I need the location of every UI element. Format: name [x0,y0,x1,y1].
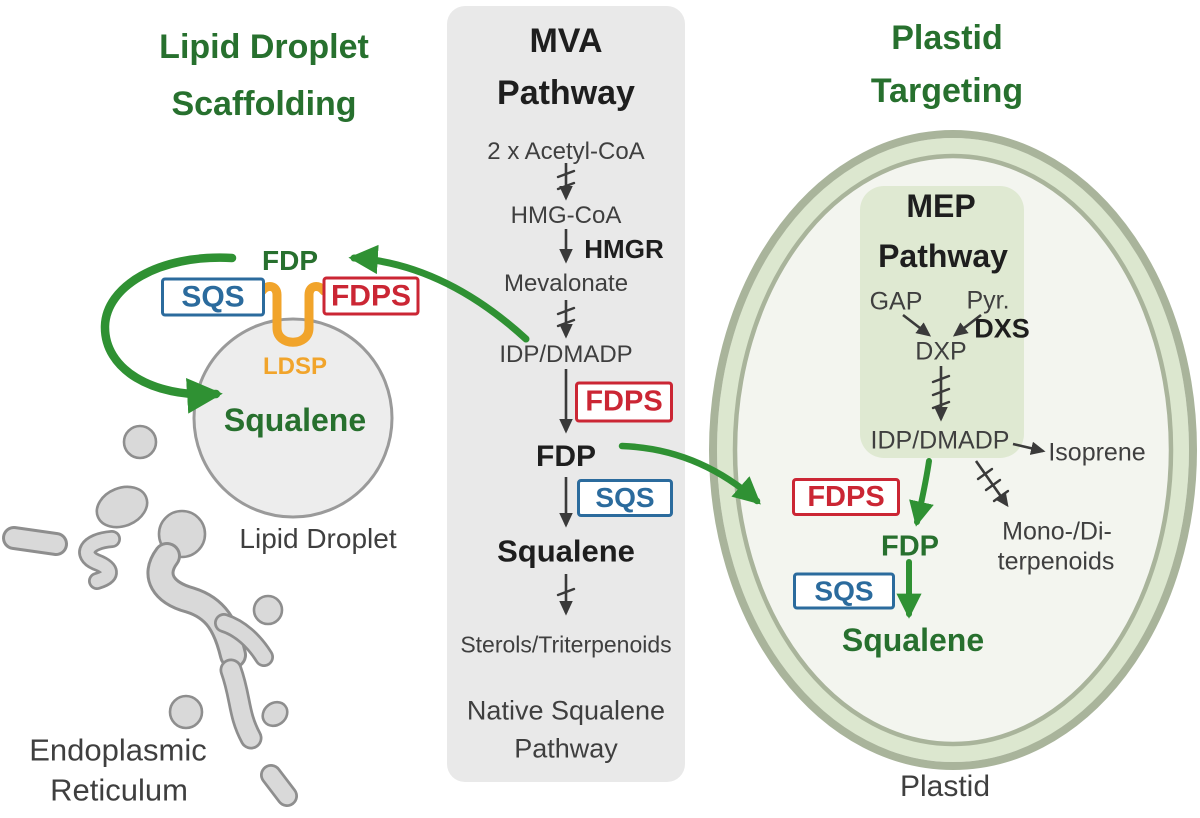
er-label-line2: Reticulum [50,772,188,808]
left-section-title-line1: Lipid Droplet [159,28,369,66]
mva-to-lipid-droplet-arrow [348,244,530,343]
mva-step-fdp: FDP [536,440,596,473]
ldsp-label: LDSP [262,353,328,380]
mep-idp-dmadp-label: IDP/DMADP [870,426,1010,455]
fdp-to-plastid-arrow [618,442,761,505]
mep-title-line1: MEP [906,188,976,224]
mep-enzyme-dxs: DXS [974,313,1030,344]
mep-pathway-box [860,186,1024,458]
mva-step-arrows [556,163,576,616]
isoprene-label: Isoprene [1048,438,1146,467]
mva-title-line2: Pathway [497,74,635,112]
er-label-line1: Endoplasmic [29,732,207,768]
mva-footer-line1: Native Squalene [466,695,666,726]
lipid-fdps-enzyme-box: FDPS [322,276,420,316]
mva-sqs-enzyme-box: SQS [577,479,673,517]
plastid-label: Plastid [899,770,991,803]
mva-step-squalene: Squalene [497,533,635,569]
ldsp-anchor-shape [257,282,329,347]
left-section-title-line2: Scaffolding [171,85,357,123]
mva-step-acetyl-coa: 2 x Acetyl-CoA [487,138,645,165]
fdp-to-squalene-loop-arrow [100,253,237,414]
plastid-idp-to-fdp-arrow [909,458,934,527]
mva-enzyme-hmgr: HMGR [584,234,664,264]
right-section-title-line1: Plastid [891,19,1003,57]
lipid-droplet-label: Lipid Droplet [239,523,397,554]
mep-gap-label: GAP [869,287,923,316]
mep-dxp-label: DXP [915,337,967,366]
terpenoids-label-line2: terpenoids [997,547,1115,576]
plastid-squalene-label: Squalene [841,622,985,658]
mep-step-arrows [902,313,1046,508]
mep-title-line2: Pathway [878,238,1008,274]
green-flux-arrows [100,244,934,619]
mva-step-sterols: Sterols/Triterpenoids [460,631,672,658]
lipid-sqs-enzyme-box: SQS [161,277,265,317]
mva-fdps-enzyme-box: FDPS [575,381,673,423]
mva-step-hmg-coa: HMG-CoA [510,202,622,229]
plastid-sqs-enzyme-box: SQS [793,572,895,610]
lipid-fdp-label: FDP [262,245,318,276]
mva-footer-line2: Pathway [514,733,618,764]
mva-step-mevalonate: Mevalonate [503,270,629,297]
mep-pyruvate-label: Pyr. [966,286,1010,315]
endoplasmic-reticulum [2,424,298,807]
right-section-title-line2: Targeting [870,72,1024,110]
terpenoids-label-line1: Mono-/Di- [1002,517,1112,546]
mva-title-line1: MVA [529,22,603,60]
droplet-squalene-label: Squalene [223,402,367,438]
lipid-droplet-circle [192,317,394,519]
plastid-fdps-enzyme-box: FDPS [792,478,900,516]
plastid-fdp-label: FDP [881,530,939,563]
mva-step-idp-dmadp: IDP/DMADP [499,341,633,368]
